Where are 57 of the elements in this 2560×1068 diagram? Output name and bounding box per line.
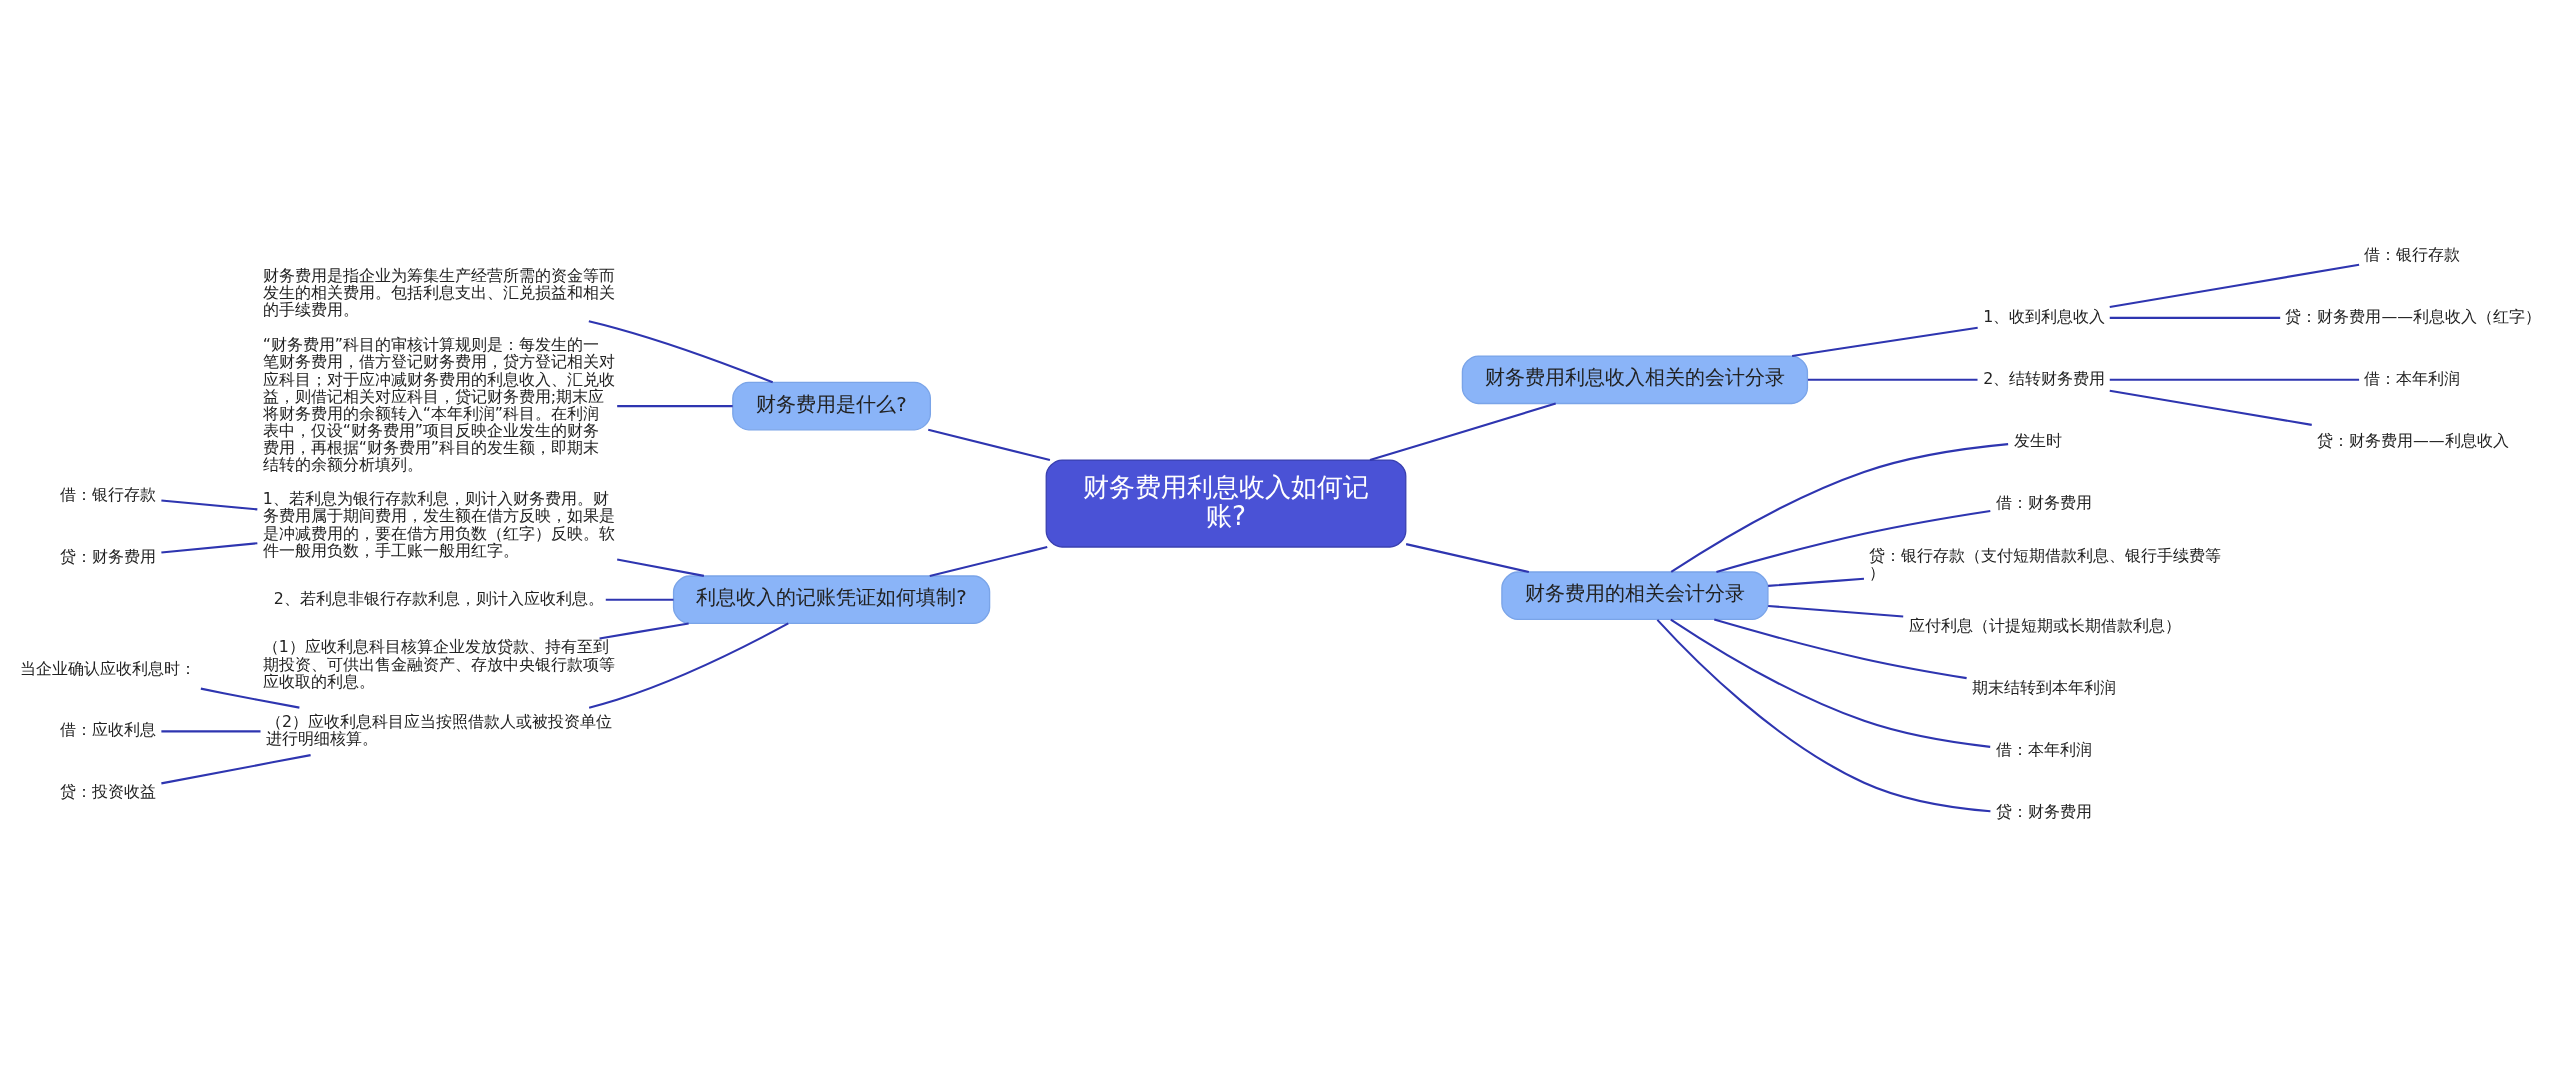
node-text: 2、若利息非银行存款利息，则计入应收利息。 [273,588,604,608]
connector [2109,389,2312,426]
node-text: 贷：银行存款（支付短期借款利息、银行手续费等） [1869,545,2222,582]
connector [1369,402,1556,461]
node-text: 贷：财务费用 [59,546,156,566]
node-text: 1、若利息为银行存款利息，则计入财务费用。财务费用属于期间费用，发生额在借方反映，如果是是冲减费用的，要在借方用负数（红字）反映。软件一般用负数，手工账一般用红字。 [262,488,615,560]
connector [928,428,1051,461]
connector [200,687,300,709]
connector [617,404,733,407]
connector [929,545,1048,577]
node-text: 贷：投资收益 [59,781,156,801]
node-text: 借：银行存款 [2364,244,2461,264]
connector [1670,442,2009,573]
node-box: 财务费用利息收入如何记账? [1045,458,1407,548]
connector [2109,316,2281,319]
connector [588,319,774,383]
node-text: 期末结转到本年利润 [1972,677,2117,697]
connector [588,622,789,709]
connector [1656,618,1991,812]
node-text: （2）应收利息科目应当按照借款人或被投资单位进行明细核算。 [265,711,613,748]
connector [1716,509,1991,573]
connector [1768,604,1904,618]
connector [1670,618,1991,748]
node-box: 财务费用的相关会计分录 [1501,570,1769,620]
node-text: 2、结转财务费用 [1983,368,2106,388]
connector [161,498,258,510]
connector [1714,618,1967,679]
node-text: 借：本年利润 [1995,739,2092,759]
connector [161,753,311,784]
node-text: 贷：财务费用——利息收入（红字） [2285,306,2542,326]
node-text: 贷：财务费用——利息收入 [2317,430,2509,450]
node-text: 借：银行存款 [59,484,156,504]
node-text: 1、收到利息收入 [1983,306,2106,326]
node-box: 利息收入的记账凭证如何填制? [672,574,991,624]
connector [2109,378,2360,381]
node-text: 借：本年利润 [2364,368,2461,388]
connector [1768,577,1865,587]
node-text: 发生时 [2013,430,2062,450]
connector [161,729,261,732]
node-text: 借：财务费用 [1995,492,2092,512]
connector [2109,263,2360,308]
node-box: 财务费用利息收入相关的会计分录 [1461,354,1809,404]
connector [1405,542,1530,573]
node-text: 财务费用是指企业为筹集生产经营所需的资金等而发生的相关费用。包括利息支出、汇兑损益和相关的手续费用。 [262,265,615,319]
connector [161,541,258,554]
node-text: “财务费用”科目的审核计算规则是：每发生的一笔财务费用，借方登记财务费用，贷方登记相关对应科目；对于应冲减财务费用的利息收入、汇兑收益，则借记相关对应科目，贷记财务费用;期末应将财务费用的余额转入“本年利润”科目。在利润表中，仅设“财务费用”项目反映企业发生的财务费用，再根据“财务费用”科目的发生额，即期末结转的余额分析填列。 [262,334,615,474]
node-text: 当企业确认应收利息时： [20,658,197,678]
connector [599,621,689,639]
node-text: 贷：财务费用 [1995,801,2092,821]
connector [1792,326,1978,357]
node-box: 财务费用是什么? [732,381,931,430]
node-text: 借：应收利息 [59,719,156,739]
node-text: 应付利息（计提短期或长期借款利息） [1908,615,2181,635]
connector [617,558,705,577]
connector [605,598,674,601]
connector [1807,378,1978,381]
node-text: （1）应收利息科目核算企业发放贷款、持有至到期投资、可供出售金融资产、存放中央银行款项等应收取的利息。 [262,637,615,691]
